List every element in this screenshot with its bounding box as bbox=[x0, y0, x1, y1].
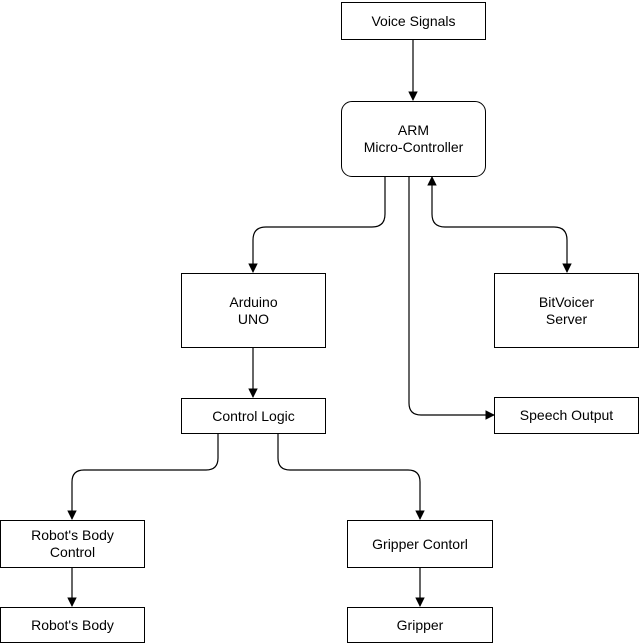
node-arduino-uno: Arduino UNO bbox=[181, 273, 326, 348]
node-voice-signals: Voice Signals bbox=[341, 2, 486, 40]
node-gripper-control: Gripper Contorl bbox=[347, 520, 493, 568]
node-label: Arduino UNO bbox=[229, 293, 278, 327]
node-control-logic: Control Logic bbox=[181, 398, 326, 434]
node-gripper: Gripper bbox=[347, 607, 493, 643]
node-label: Speech Output bbox=[519, 407, 614, 423]
node-arm-microcontroller: ARM Micro-Controller bbox=[341, 101, 486, 177]
node-robot-body-control: Robot's Body Control bbox=[0, 520, 145, 568]
node-label: Robot's Body Control bbox=[31, 527, 114, 560]
node-label: Gripper bbox=[396, 616, 444, 633]
edge-arm-bitvoicer bbox=[427, 176, 572, 273]
edge-arm-to-speech bbox=[408, 177, 495, 420]
node-speech-output: Speech Output bbox=[494, 397, 639, 434]
node-label: BitVoicer Server bbox=[538, 293, 595, 327]
node-label: Control Logic bbox=[212, 407, 295, 424]
node-bitvoicer-server: BitVoicer Server bbox=[494, 273, 639, 348]
node-label: ARM Micro-Controller bbox=[363, 122, 464, 155]
edge-control-to-body bbox=[67, 434, 219, 520]
node-label: Voice Signals bbox=[371, 12, 456, 29]
node-label: Robot's Body bbox=[31, 616, 114, 633]
node-robot-body: Robot's Body bbox=[0, 607, 145, 643]
edge-control-to-gripper bbox=[277, 434, 425, 520]
edge-arm-to-arduino bbox=[248, 177, 386, 273]
node-label: Gripper Contorl bbox=[372, 535, 468, 552]
